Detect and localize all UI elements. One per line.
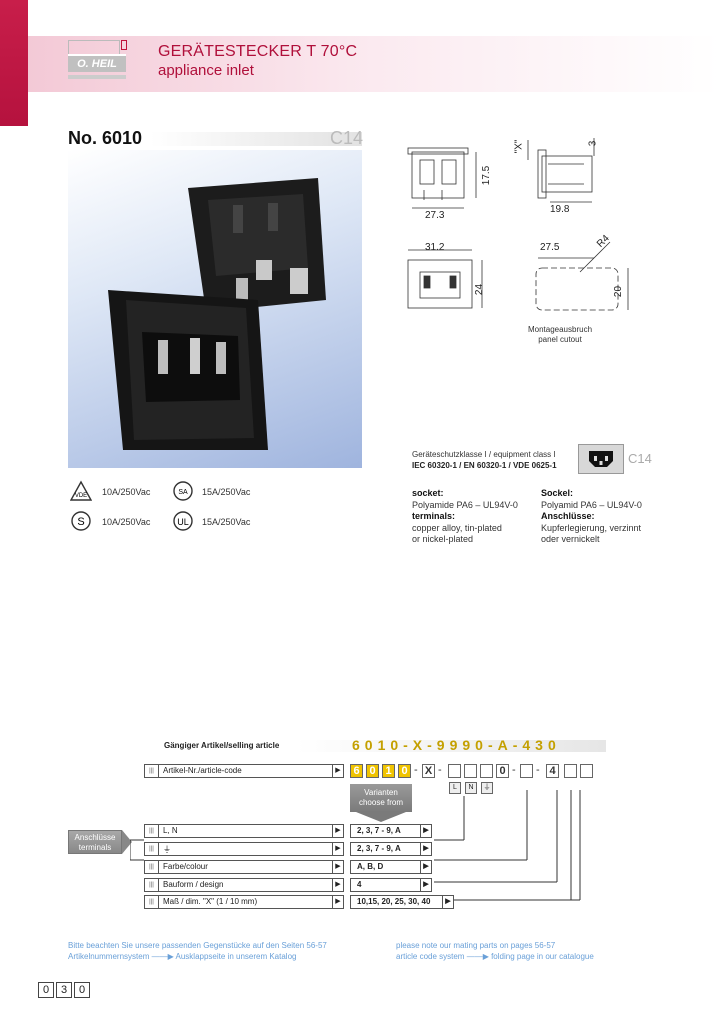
option-values[interactable]: 2, 3, 7 - 9, A▶ bbox=[350, 824, 432, 838]
option-values[interactable]: A, B, D▶ bbox=[350, 860, 432, 874]
page-number-digit: 0 bbox=[74, 982, 90, 998]
footnote-de: Bitte beachten Sie unsere passenden Gege… bbox=[68, 941, 327, 961]
dim-label: 27.5 bbox=[540, 242, 560, 253]
product-title-bar bbox=[150, 132, 362, 146]
materials-de: Sockel: Polyamid PA6 – UL94V-0 Anschlüss… bbox=[541, 488, 642, 544]
cert-rating: 10A/250Vac bbox=[102, 487, 151, 497]
code-dash: - bbox=[414, 764, 418, 776]
article-code-row: |||Artikel-Nr./article-code▶ bbox=[144, 764, 344, 778]
cert-rating: 15A/250Vac bbox=[202, 517, 251, 527]
dim-label: 24 bbox=[474, 283, 486, 296]
semko-mark-icon: S bbox=[71, 511, 91, 531]
option-values[interactable]: 2, 3, 7 - 9, A▶ bbox=[350, 842, 432, 856]
header-band bbox=[28, 36, 720, 92]
option-row-earth: |||⏚▶ bbox=[144, 842, 344, 856]
dim-label: 17.5 bbox=[481, 165, 493, 186]
selling-article-bar bbox=[296, 740, 606, 752]
code-x: X bbox=[422, 764, 435, 778]
svg-text:S: S bbox=[77, 516, 84, 528]
sub-label-n: N bbox=[465, 782, 477, 794]
selling-article-label: Gängiger Artikel/selling article bbox=[164, 741, 280, 750]
option-values[interactable]: 4▶ bbox=[350, 878, 432, 892]
ul-mark-icon: UL bbox=[173, 511, 193, 531]
terminals-banner: Anschlüsse terminals bbox=[68, 830, 122, 854]
standards: IEC 60320-1 / EN 60320-1 / VDE 0625-1 bbox=[412, 461, 557, 470]
dim-label: 3 bbox=[587, 140, 599, 147]
page-number-digit: 0 bbox=[38, 982, 54, 998]
dim-label: 20 bbox=[613, 285, 625, 298]
sub-label-l: L bbox=[449, 782, 461, 794]
c14-inlet-icon bbox=[589, 451, 613, 467]
vde-mark-icon: VDE bbox=[70, 480, 92, 501]
code-slot-l[interactable] bbox=[448, 764, 461, 778]
code-digit: 6 bbox=[350, 764, 363, 778]
option-row-colour: |||Farbe/colour▶ bbox=[144, 860, 344, 874]
page-title-en: appliance inlet bbox=[158, 62, 254, 79]
connector-lines bbox=[130, 790, 581, 901]
option-values[interactable]: 10,15, 20, 25, 30, 40▶ bbox=[350, 895, 454, 909]
product-photo bbox=[68, 150, 362, 468]
cutout-caption-de: Montageausbruch bbox=[527, 325, 593, 334]
code-fixed-four: 4 bbox=[546, 764, 559, 778]
code-dash: - bbox=[512, 764, 516, 776]
dim-label: 19.8 bbox=[550, 204, 570, 215]
inlet-type-box bbox=[578, 444, 624, 474]
code-slot-dim2[interactable] bbox=[580, 764, 593, 778]
dim-label: "X" bbox=[513, 139, 525, 154]
product-type: C14 bbox=[330, 128, 364, 148]
code-slot-dim1[interactable] bbox=[564, 764, 577, 778]
variants-banner: Varianten choose from bbox=[350, 784, 412, 812]
code-slot-colour[interactable] bbox=[520, 764, 533, 778]
footnote-en: please note our mating parts on pages 56… bbox=[396, 941, 594, 961]
selling-article-code: 6010-X-9990-A-430 bbox=[352, 737, 561, 753]
svg-text:SA: SA bbox=[178, 489, 188, 496]
technical-drawings bbox=[407, 138, 629, 311]
page-title-de: GERÄTESTECKER T 70°C bbox=[158, 43, 358, 60]
code-slot-n[interactable] bbox=[464, 764, 477, 778]
code-digit: 0 bbox=[398, 764, 411, 778]
dim-label: 31.2 bbox=[425, 242, 445, 253]
side-accent-strip bbox=[0, 0, 28, 126]
code-digit: 1 bbox=[382, 764, 395, 778]
cert-rating: 15A/250Vac bbox=[202, 487, 251, 497]
code-digit: 0 bbox=[366, 764, 379, 778]
terminals-arrow-icon bbox=[122, 830, 132, 854]
variants-arrow-icon bbox=[356, 812, 406, 822]
code-slot-earth[interactable] bbox=[480, 764, 493, 778]
svg-text:UL: UL bbox=[177, 517, 189, 527]
option-row-design: |||Bauform / design▶ bbox=[144, 878, 344, 892]
code-fixed-zero: 0 bbox=[496, 764, 509, 778]
code-dash: - bbox=[536, 764, 540, 776]
equipment-class: Geräteschutzklasse I / equipment class I bbox=[412, 450, 556, 459]
company-logo: O. HEIL bbox=[68, 40, 127, 84]
inlet-type-label: C14 bbox=[628, 451, 652, 466]
option-row-dimension: |||Maß / dim. "X" (1 / 10 mm)▶ bbox=[144, 895, 344, 909]
svg-text:VDE: VDE bbox=[75, 493, 87, 499]
code-dash: - bbox=[438, 764, 442, 776]
product-number: No. 6010 bbox=[68, 128, 143, 148]
option-row-ln: |||L, N▶ bbox=[144, 824, 344, 838]
earth-icon: ⏚ bbox=[481, 782, 493, 794]
page-number-digit: 3 bbox=[56, 982, 72, 998]
dim-label: 27.3 bbox=[425, 210, 445, 221]
materials-en: socket: Polyamide PA6 – UL94V-0 terminal… bbox=[412, 488, 518, 544]
cert-rating: 10A/250Vac bbox=[102, 517, 151, 527]
cutout-caption-en: panel cutout bbox=[538, 335, 582, 344]
csa-mark-icon: SA bbox=[173, 481, 193, 501]
